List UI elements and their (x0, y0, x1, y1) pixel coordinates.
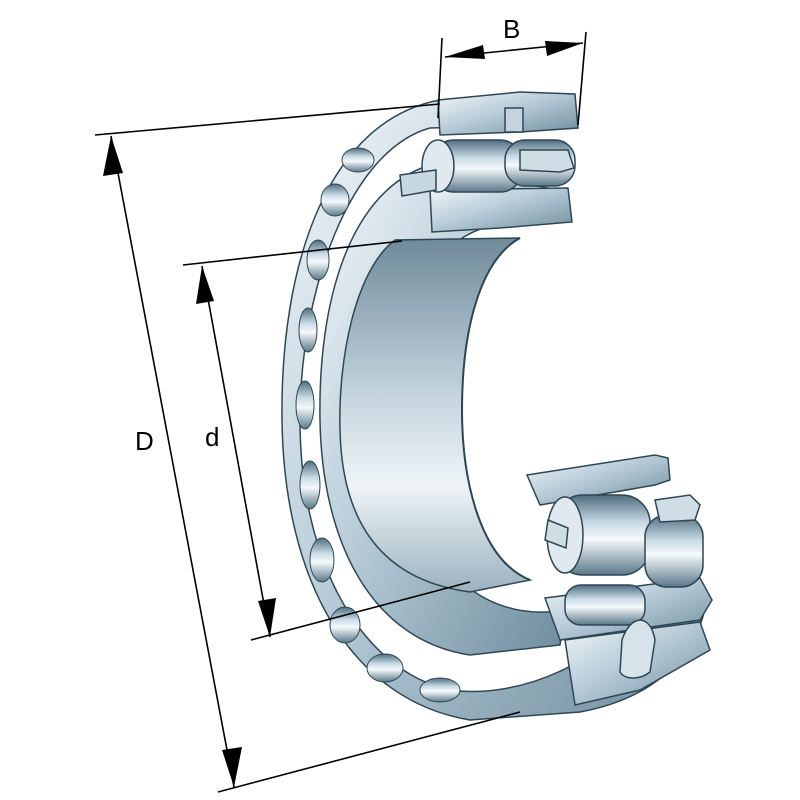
d-bore-extension-bottom (250, 581, 471, 641)
d-bore-dimension-line (201, 265, 271, 638)
b-arrow-left-icon (445, 45, 485, 59)
dimension-lines (94, 31, 587, 793)
width-label-b: B (503, 14, 521, 44)
d-outer-arrow-top-icon (103, 136, 123, 176)
top-cutaway (399, 91, 579, 233)
d-outer-arrow-bottom-icon (222, 747, 242, 787)
d-outer-dimension-line (110, 135, 235, 788)
b-extension-right (577, 31, 587, 126)
outer-diameter-label-d: D (135, 426, 154, 456)
bore-surface (339, 237, 533, 593)
bottom-cutaway (525, 454, 713, 706)
b-arrow-right-icon (545, 41, 583, 56)
d-bore-arrow-top-icon (196, 266, 214, 304)
bore-diameter-label-d: d (205, 422, 220, 452)
dimension-arrows (103, 41, 583, 787)
d-outer-extension-bottom (217, 711, 521, 793)
d-bore-arrow-bottom-icon (258, 598, 276, 637)
d-outer-extension-top (94, 103, 441, 136)
d-bore-extension-top (182, 240, 403, 266)
roller-row (295, 147, 461, 703)
